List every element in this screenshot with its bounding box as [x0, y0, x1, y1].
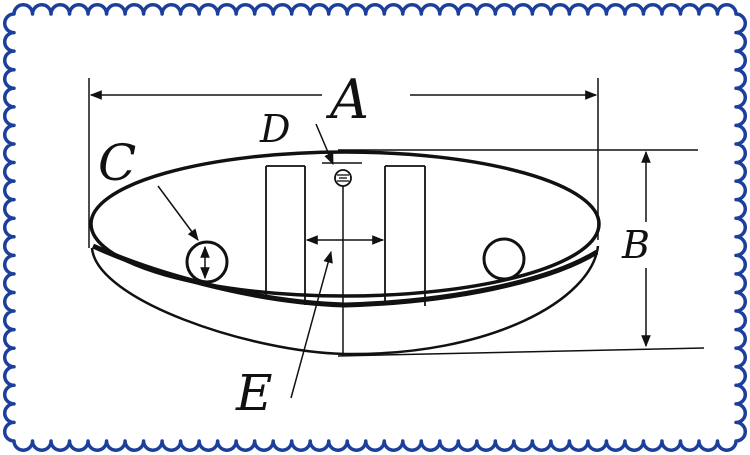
part-body — [89, 150, 601, 356]
center-screw — [334, 169, 352, 187]
top-ellipse — [89, 150, 601, 298]
stamp-border — [2, 3, 748, 452]
left-hole — [185, 240, 229, 284]
leader-c — [157, 185, 199, 241]
leader-d — [315, 123, 334, 166]
leader-e — [290, 250, 333, 399]
dimension-lines — [88, 78, 705, 399]
label-e: E — [235, 364, 273, 422]
label-d: D — [259, 107, 290, 151]
extension-line-b-bottom — [337, 347, 705, 357]
label-a: A — [325, 68, 369, 131]
center-slot — [265, 165, 426, 306]
label-b: B — [621, 223, 650, 267]
label-c: C — [98, 134, 136, 192]
right-hole — [482, 237, 526, 281]
bottom-shell-outline — [90, 245, 600, 356]
seam-line — [91, 243, 599, 308]
